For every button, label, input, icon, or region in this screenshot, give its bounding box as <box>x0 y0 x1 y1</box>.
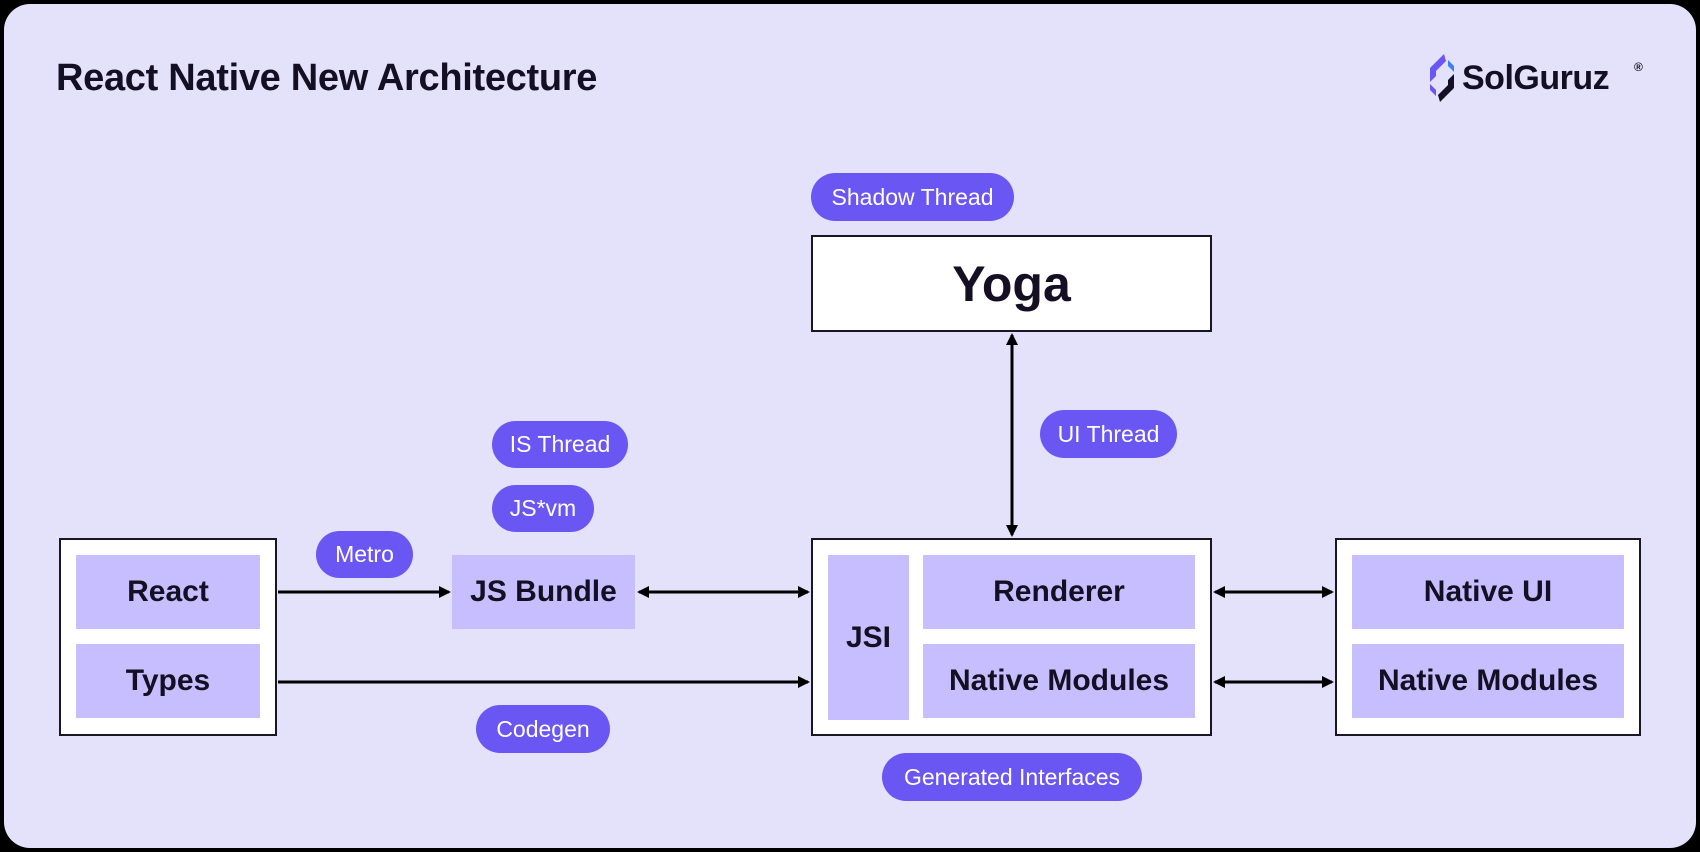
types-node: Types <box>76 644 260 718</box>
native-modules-platform-node: Native Modules <box>1352 644 1624 718</box>
shadow-thread-label: Shadow Thread <box>811 173 1014 221</box>
solguruz-logo: SolGuruz ® <box>1424 52 1643 104</box>
generated-interfaces-label: Generated Interfaces <box>882 753 1142 801</box>
jsi-node: JSI <box>828 555 909 720</box>
solguruz-logo-icon <box>1430 54 1454 102</box>
native-ui-node: Native UI <box>1352 555 1624 629</box>
ui-thread-label: UI Thread <box>1040 410 1177 458</box>
renderer-node: Renderer <box>923 555 1195 629</box>
js-vm-label: JS*vm <box>492 485 594 532</box>
react-node: React <box>76 555 260 629</box>
js-thread-label: IS Thread <box>492 421 628 468</box>
page-title: React Native New Architecture <box>56 57 598 99</box>
registered-mark: ® <box>1634 60 1643 74</box>
logo-text: SolGuruz <box>1462 58 1610 97</box>
native-modules-core-node: Native Modules <box>923 644 1195 718</box>
metro-label: Metro <box>316 531 413 578</box>
js-bundle-node: JS Bundle <box>452 555 635 629</box>
yoga-node: Yoga <box>811 235 1212 332</box>
codegen-label: Codegen <box>476 705 610 753</box>
